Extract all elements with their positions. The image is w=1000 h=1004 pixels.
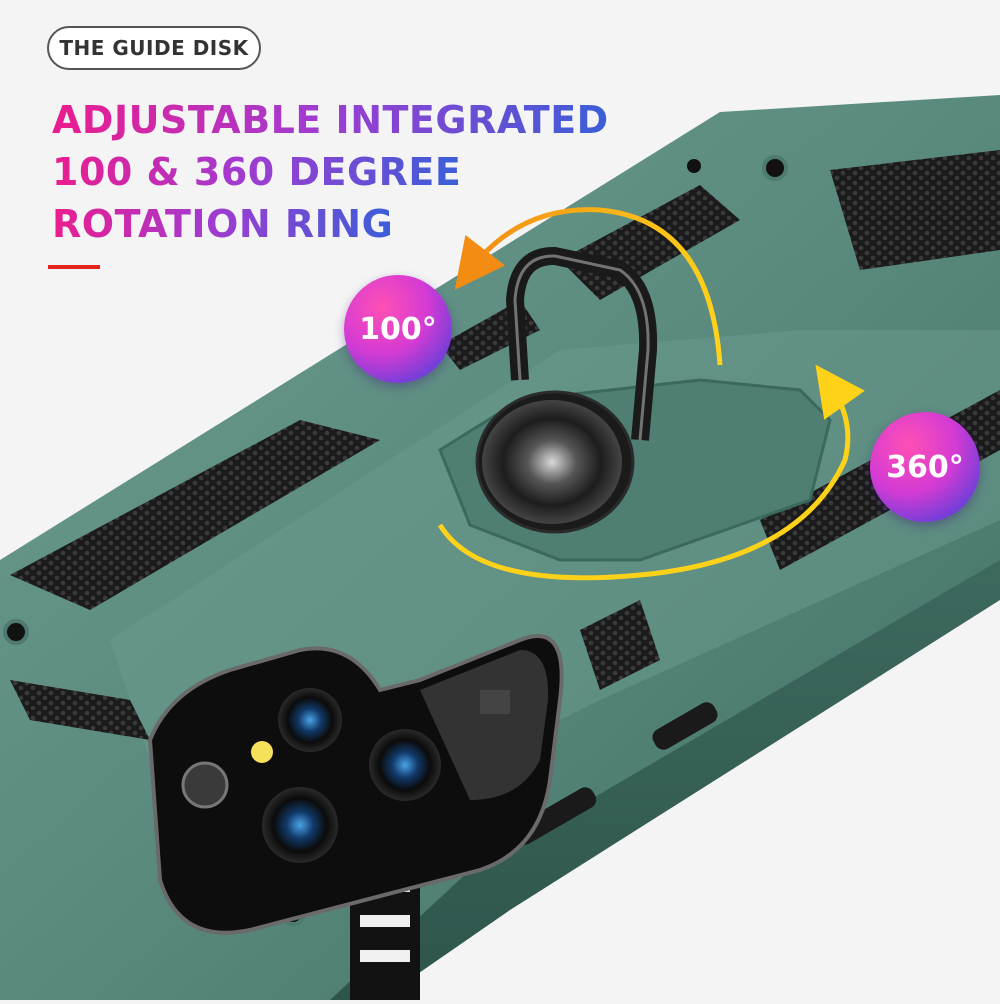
camera-module <box>147 634 564 935</box>
headline: ADJUSTABLE INTEGRATED 100 & 360 DEGREE R… <box>52 94 612 250</box>
headline-line-2: 100 & 360 DEGREE <box>52 146 461 198</box>
rotation-100-badge: 100° <box>344 275 452 383</box>
headline-line-3: ROTATION RING <box>52 198 393 250</box>
grip-strip-lower <box>580 600 660 690</box>
grip-strip-left <box>10 420 380 610</box>
grip-strip-top-right <box>830 150 1000 270</box>
headline-line-1: ADJUSTABLE INTEGRATED <box>52 94 609 146</box>
accent-divider <box>48 265 100 269</box>
ring-holder <box>438 247 832 562</box>
rotation-arrows <box>437 207 865 581</box>
brand-label: THE GUIDE DISK <box>47 26 261 70</box>
rotation-360-badge: 360° <box>870 412 980 522</box>
grip-strip-bottom-left <box>10 680 150 740</box>
